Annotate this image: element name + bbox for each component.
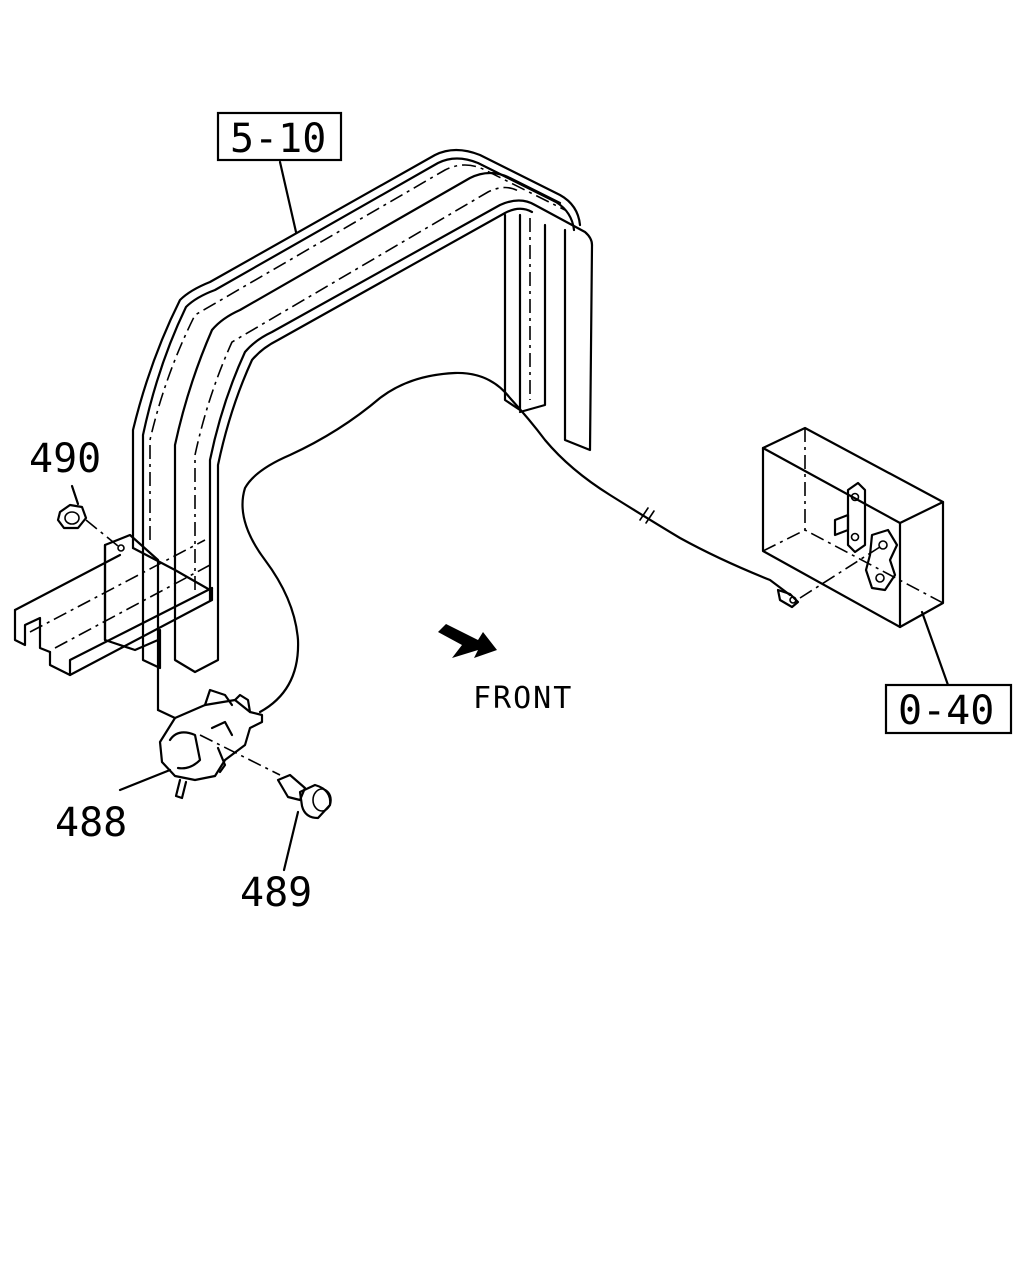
- part-label-490: 490: [29, 436, 101, 482]
- channel-rail: [13, 533, 214, 677]
- sensor-488: [118, 638, 281, 800]
- front-label: FRONT: [473, 681, 573, 716]
- cable-terminal: [776, 588, 800, 609]
- frame-arch: [131, 148, 594, 674]
- ref-label-5-10: 5-10: [230, 116, 326, 162]
- front-arrow-icon: [438, 624, 497, 658]
- control-box: [761, 426, 950, 687]
- ref-label-0-40: 0-40: [898, 688, 994, 734]
- part-label-489: 489: [240, 870, 312, 916]
- nut-490: [56, 484, 119, 547]
- bolt-489: [276, 773, 332, 872]
- sensor-cable: [241, 371, 792, 714]
- cable-break-mark: [639, 507, 655, 524]
- ref-box-5-10: 5-10: [216, 111, 343, 234]
- ref-box-0-40: 0-40: [884, 683, 1013, 735]
- part-label-488: 488: [55, 800, 127, 846]
